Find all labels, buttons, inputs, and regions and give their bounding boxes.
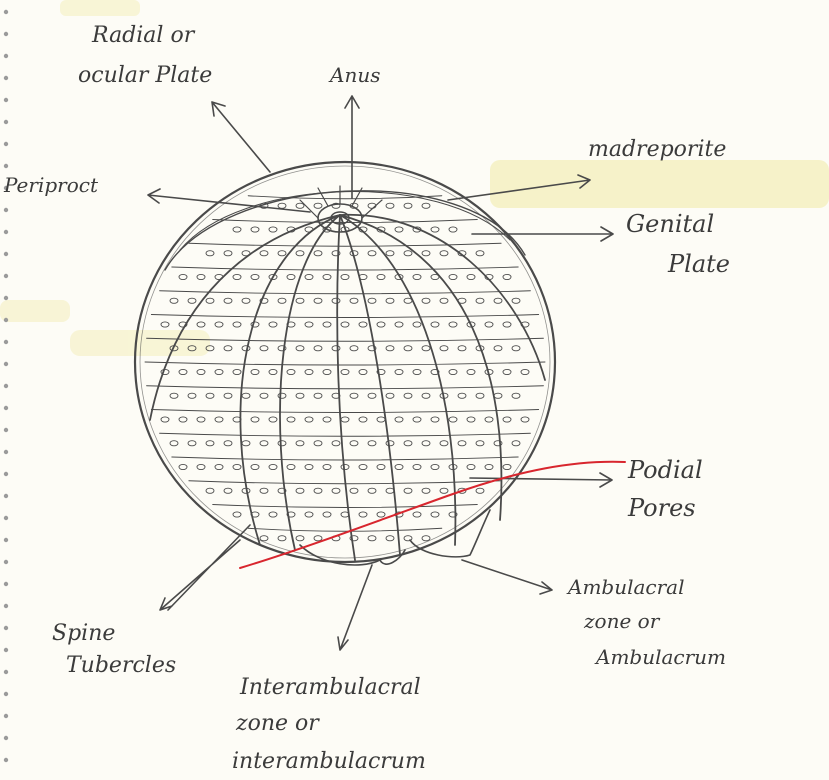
binding-hole: [4, 604, 8, 608]
notebook-binding-holes: [4, 10, 8, 762]
label-periproct: Periproct: [3, 173, 99, 197]
binding-hole: [4, 208, 8, 212]
binding-hole: [4, 692, 8, 696]
binding-hole: [4, 252, 8, 256]
binding-hole: [4, 274, 8, 278]
binding-hole: [4, 736, 8, 740]
binding-hole: [4, 120, 8, 124]
label-anus: Anus: [328, 63, 380, 87]
binding-hole: [4, 714, 8, 718]
binding-hole: [4, 362, 8, 366]
binding-hole: [4, 758, 8, 762]
binding-hole: [4, 450, 8, 454]
binding-hole: [4, 670, 8, 674]
binding-hole: [4, 472, 8, 476]
binding-hole: [4, 10, 8, 14]
binding-hole: [4, 406, 8, 410]
binding-hole: [4, 560, 8, 564]
binding-hole: [4, 626, 8, 630]
binding-hole: [4, 54, 8, 58]
binding-hole: [4, 648, 8, 652]
binding-hole: [4, 318, 8, 322]
binding-hole: [4, 494, 8, 498]
binding-hole: [4, 582, 8, 586]
binding-hole: [4, 230, 8, 234]
binding-hole: [4, 428, 8, 432]
binding-hole: [4, 142, 8, 146]
binding-hole: [4, 340, 8, 344]
binding-hole: [4, 98, 8, 102]
binding-hole: [4, 76, 8, 80]
binding-hole: [4, 538, 8, 542]
label-madreporite: madreporite: [588, 137, 726, 162]
binding-hole: [4, 32, 8, 36]
binding-hole: [4, 296, 8, 300]
binding-hole: [4, 384, 8, 388]
binding-hole: [4, 516, 8, 520]
binding-hole: [4, 164, 8, 168]
